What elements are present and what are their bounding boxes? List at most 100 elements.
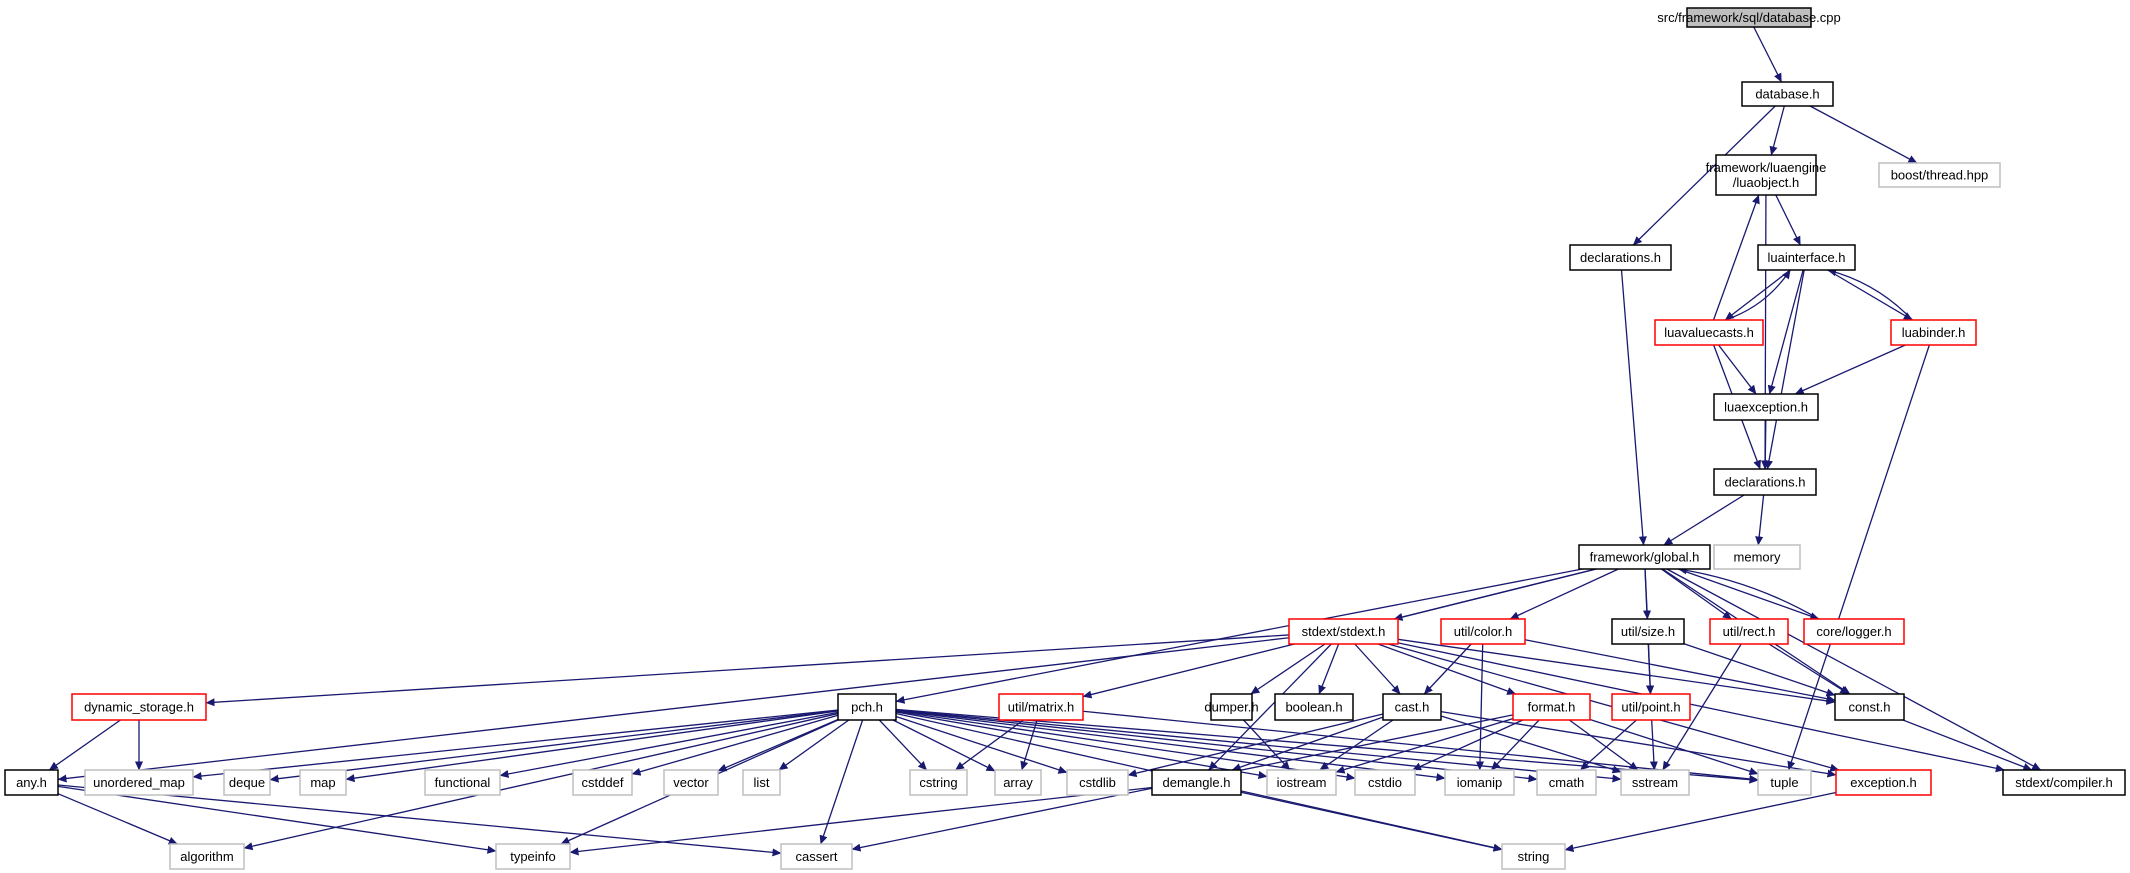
node-box [1713,393,1819,421]
node-label: iostream [1277,775,1327,790]
node-box [1210,693,1253,721]
node-vector[interactable]: vector [663,769,719,796]
node-label: framework/luaengine [1706,160,1827,175]
node-label: database.h [1755,87,1819,102]
node-pch[interactable]: pch.h [837,693,897,721]
include-edge [345,710,839,783]
node-box [909,769,968,796]
node-functional[interactable]: functional [424,769,501,796]
node-database-h[interactable]: database.h [1741,81,1834,107]
node-global[interactable]: framework/global.h [1578,544,1711,570]
node-box [663,769,719,796]
node-cstdio[interactable]: cstdio [1354,769,1416,796]
node-label: util/matrix.h [1008,700,1074,715]
node-boolean[interactable]: boolean.h [1274,693,1354,721]
include-edge [1568,719,1639,771]
node-logger[interactable]: core/logger.h [1803,618,1905,645]
node-string[interactable]: string [1501,843,1566,870]
include-edge [1231,716,1384,771]
node-cassert[interactable]: cassert [780,843,853,870]
include-edge [1243,719,1291,771]
node-box [1757,769,1812,796]
node-unordered-map[interactable]: unordered_map [84,769,194,796]
node-cstdlib[interactable]: cstdlib [1066,769,1129,796]
node-color[interactable]: util/color.h [1440,618,1526,645]
node-box [1890,319,1977,346]
include-edge [895,568,1583,704]
node-dumper[interactable]: dumper.h [1204,693,1259,721]
node-cmath[interactable]: cmath [1536,769,1597,796]
node-label: algorithm [180,849,233,864]
node-iomanip[interactable]: iomanip [1444,769,1515,796]
node-label: /luaobject.h [1733,175,1800,190]
node-rect[interactable]: util/rect.h [1709,618,1789,645]
node-declarations-b[interactable]: declarations.h [1713,468,1817,496]
node-label: declarations.h [1580,250,1661,265]
node-luavaluecasts[interactable]: luavaluecasts.h [1654,319,1764,346]
node-list[interactable]: list [742,769,781,796]
node-point[interactable]: util/point.h [1611,693,1691,721]
node-label: map [310,775,335,790]
node-label: declarations.h [1725,475,1806,490]
node-cstddef[interactable]: cstddef [572,769,633,796]
node-box [1878,162,2001,188]
node-any[interactable]: any.h [4,769,59,796]
include-edge [1412,719,1524,771]
node-dynstorage[interactable]: dynamic_storage.h [71,693,207,721]
node-cast[interactable]: cast.h [1382,693,1442,721]
node-compiler[interactable]: stdext/compiler.h [2002,769,2126,796]
node-label: util/size.h [1621,624,1675,639]
include-edge [569,786,1153,856]
node-box [1274,693,1354,721]
node-box [742,769,781,796]
node-map[interactable]: map [299,769,347,796]
include-edge [892,719,996,772]
node-algorithm[interactable]: algorithm [169,843,245,870]
node-label: exception.h [1850,775,1917,790]
include-edge [1902,719,2033,771]
include-edge [1683,643,1836,697]
node-label: luaexception.h [1724,400,1808,415]
include-edge [1769,105,1785,156]
node-typeinfo[interactable]: typeinfo [495,843,571,870]
node-label: cmath [1549,775,1584,790]
node-stdext[interactable]: stdext/stdext.h [1288,618,1399,645]
include-edge [1662,643,1742,771]
include-edge [878,719,928,771]
node-deque[interactable]: deque [223,769,271,796]
node-declarations-a[interactable]: declarations.h [1569,244,1672,271]
node-const[interactable]: const.h [1834,693,1905,721]
node-label: cstring [919,775,957,790]
node-luaobject[interactable]: framework/luaengine/luaobject.h [1706,154,1827,196]
node-luabinder[interactable]: luabinder.h [1890,319,1977,346]
node-box [84,769,194,796]
node-cstring[interactable]: cstring [909,769,968,796]
node-exception[interactable]: exception.h [1835,769,1932,796]
node-memory[interactable]: memory [1713,544,1801,570]
node-box [1757,244,1856,271]
node-box [1741,81,1834,107]
include-edge [1678,568,1820,620]
node-label: boolean.h [1285,700,1342,715]
node-root[interactable]: src/framework/sql/database.cpp [1657,7,1841,28]
node-size[interactable]: util/size.h [1611,618,1685,645]
node-tuple[interactable]: tuple [1757,769,1812,796]
node-array[interactable]: array [994,769,1042,796]
node-label: cassert [796,849,838,864]
node-matrix[interactable]: util/matrix.h [998,693,1084,721]
node-label: format.h [1528,700,1576,715]
include-edge [1475,643,1485,771]
node-luaexception[interactable]: luaexception.h [1713,393,1819,421]
include-edge [1127,713,1384,778]
node-demangle[interactable]: demangle.h [1151,769,1242,796]
node-box [1501,843,1566,870]
node-box [1536,769,1597,796]
node-box [1512,693,1591,721]
node-iostream[interactable]: iostream [1266,769,1337,796]
node-label: array [1003,775,1033,790]
node-sstream[interactable]: sstream [1620,769,1690,796]
node-boost-thread[interactable]: boost/thread.hpp [1878,162,2001,188]
node-luainterface[interactable]: luainterface.h [1757,244,1856,271]
node-format[interactable]: format.h [1512,693,1591,721]
include-edge [269,709,839,783]
